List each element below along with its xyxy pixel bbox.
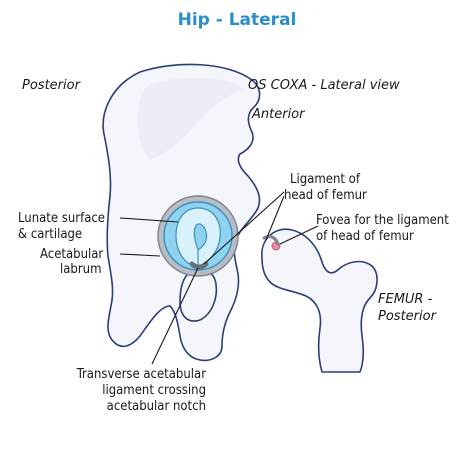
ligament-of-head-of-femur-stub (262, 234, 280, 246)
label-acetabular-line2: labrum (60, 262, 101, 277)
label-fovea-line2: of head of femur (316, 229, 414, 244)
label-transverse-line1: Transverse acetabular (76, 367, 206, 382)
label-os-coxa: OS COXA - Lateral view (248, 78, 400, 93)
leader-lunate (119, 217, 179, 223)
os-coxa-bone (102, 63, 261, 362)
label-posterior: Posterior (22, 78, 82, 93)
leader-transverse (151, 267, 199, 365)
label-ligament-head-femur-line2: head of femur (284, 188, 367, 203)
label-lunate-line2: & cartilage (18, 227, 82, 242)
femur-bone (261, 228, 378, 373)
acetabular-fossa (175, 207, 221, 267)
label-femur-line1: FEMUR - (378, 292, 433, 307)
label-femur-line2: Posterior (378, 309, 438, 324)
label-transverse-line2: ligament crossing (102, 383, 206, 398)
label-ligament-head-femur-line1: Ligament of (290, 172, 361, 187)
label-acetabular-line1: Acetabular (40, 247, 103, 262)
leader-ligament-acetabulum (203, 191, 285, 265)
label-lunate-line1: Lunate surface (18, 211, 105, 226)
transverse-acetabular-ligament (189, 261, 209, 270)
label-anterior: Anterior (251, 107, 306, 122)
leader-labrum (119, 253, 161, 257)
label-transverse-line3: acetabular notch (107, 399, 206, 414)
diagram-title: Hip - Lateral (178, 10, 297, 30)
leader-lines (119, 191, 319, 365)
leader-fovea (279, 225, 319, 245)
leader-ligament-femur (265, 195, 285, 241)
label-fovea-line1: Fovea for the ligament (316, 213, 449, 228)
